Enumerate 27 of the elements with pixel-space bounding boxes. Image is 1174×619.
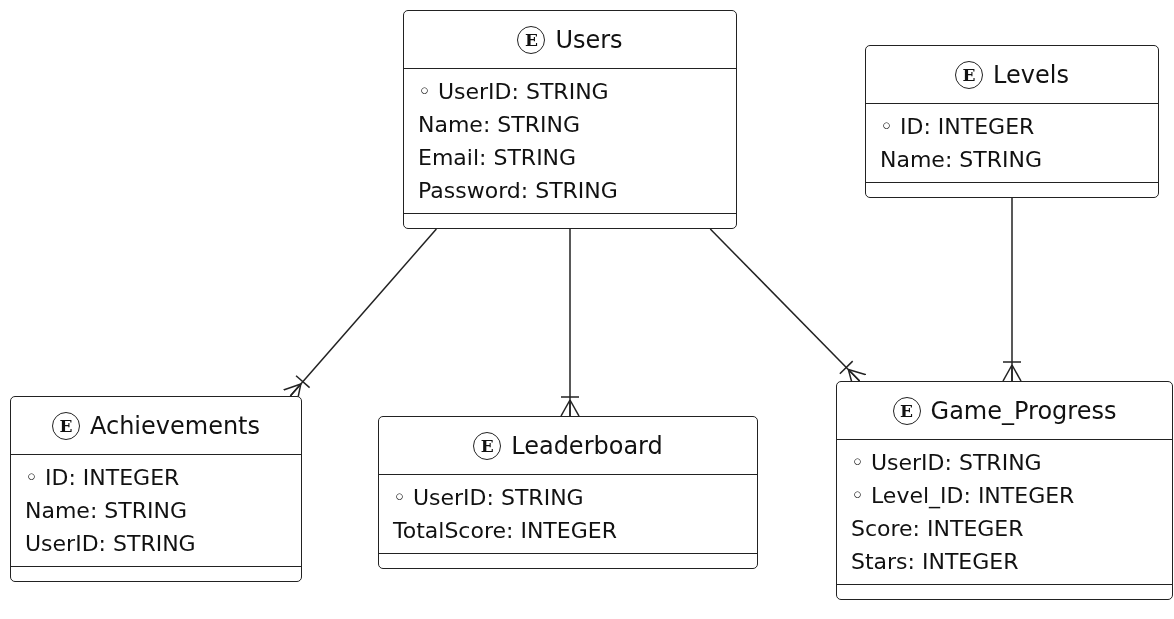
entity-name: Levels [993, 60, 1069, 89]
attribute-text: ◦ UserID: STRING [418, 78, 610, 106]
entity-box [10, 396, 302, 582]
attribute-text: ◦ ID: INTEGER [880, 113, 1036, 141]
attribute-text: Name: STRING [25, 497, 188, 525]
entity-name: Users [555, 25, 623, 54]
entity-box [403, 10, 737, 229]
relationship-line [560, 228, 580, 417]
entity-box [836, 381, 1173, 600]
attribute-text: ◦ UserID: STRING [851, 449, 1043, 477]
relationship-line [1002, 197, 1022, 382]
attribute-text: Name: STRING [880, 146, 1043, 174]
entity-name: Achievements [89, 411, 261, 440]
attribute-text: ◦ Level_ID: INTEGER [851, 482, 1076, 511]
attribute-text: Score: INTEGER [851, 515, 1025, 543]
entity-name: Game_Progress [930, 396, 1117, 425]
attribute-text: Email: STRING [418, 144, 578, 172]
entity-box [865, 45, 1159, 198]
entity-box [378, 416, 758, 569]
entity-name: Leaderboard [511, 431, 663, 460]
attribute-text: ◦ ID: INTEGER [25, 464, 181, 492]
attribute-text: Stars: INTEGER [851, 548, 1020, 576]
attribute-text: Password: STRING [418, 177, 619, 205]
attribute-text: ◦ UserID: STRING [393, 484, 585, 512]
attribute-text: TotalScore: INTEGER [393, 517, 618, 545]
attribute-text: UserID: STRING [25, 530, 197, 558]
attribute-text: Name: STRING [418, 111, 581, 139]
